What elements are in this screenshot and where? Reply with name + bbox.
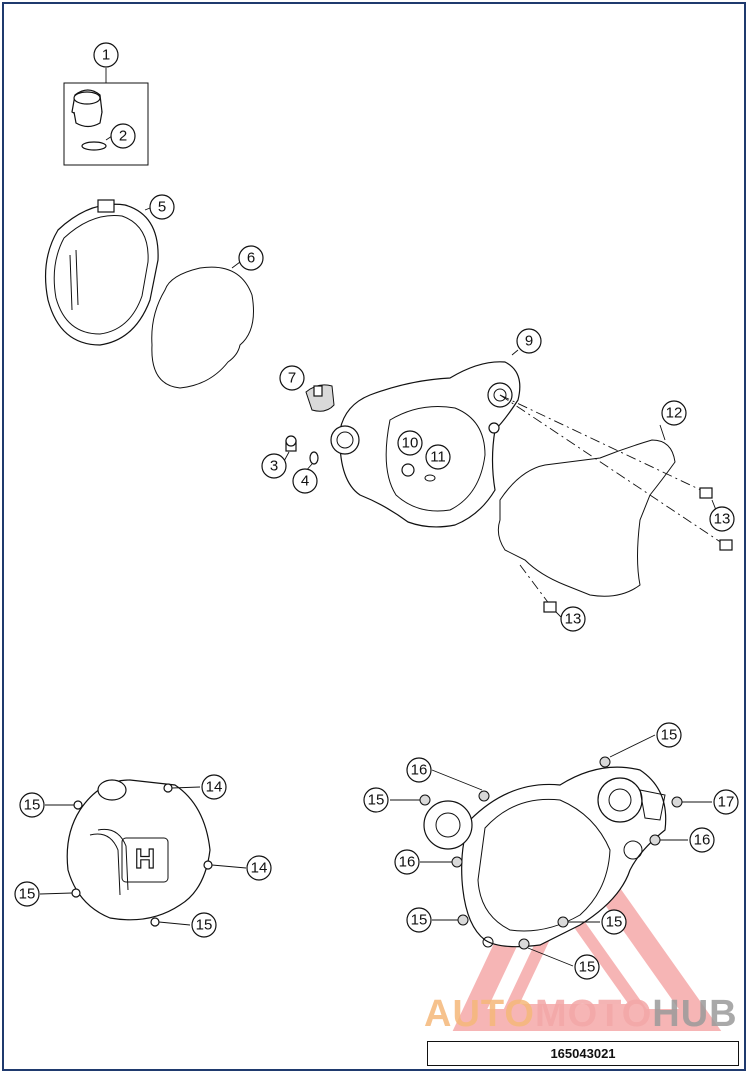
- callout-13-a: 13: [709, 506, 735, 532]
- svg-text:15: 15: [24, 797, 41, 814]
- svg-text:9: 9: [525, 333, 533, 350]
- callout-3: 3: [261, 453, 287, 479]
- watermark-hub: HUB: [652, 993, 737, 1035]
- svg-text:1: 1: [102, 47, 110, 64]
- callout-15-g: 15: [601, 909, 627, 935]
- svg-text:15: 15: [411, 912, 428, 929]
- svg-text:AUTOMOTOHUB: AUTOMOTOHUB: [424, 993, 738, 1035]
- callout-16-a: 16: [406, 757, 432, 783]
- callout-15-f: 15: [406, 907, 432, 933]
- callout-13-b: 13: [560, 606, 586, 632]
- svg-text:4: 4: [301, 473, 309, 490]
- callout-14-b: 14: [246, 855, 272, 881]
- brand-mark: H: [135, 843, 155, 874]
- callout-9: 9: [516, 328, 542, 354]
- callout-10: 10: [397, 430, 423, 456]
- callout-14-a: 14: [201, 774, 227, 800]
- callout-4: 4: [292, 468, 318, 494]
- svg-text:2: 2: [119, 128, 127, 145]
- alignment-line-c: [519, 564, 551, 606]
- callout-15-b: 15: [14, 881, 40, 907]
- clutch-cover-gasket: [151, 261, 254, 389]
- svg-text:15: 15: [661, 727, 678, 744]
- alignment-line-a: [499, 394, 706, 493]
- svg-text:15: 15: [368, 792, 385, 809]
- svg-text:13: 13: [714, 511, 731, 528]
- cover-gasket: [497, 424, 676, 597]
- svg-text:16: 16: [411, 762, 428, 779]
- svg-text:6: 6: [247, 250, 255, 267]
- svg-text:15: 15: [19, 886, 36, 903]
- outer-clutch-cover: [44, 199, 159, 346]
- drain-plug-and-washer: [282, 435, 319, 473]
- callout-15-c: 15: [191, 912, 217, 938]
- svg-text:14: 14: [251, 860, 268, 877]
- clutch-cover-assembled: [390, 734, 712, 967]
- callout-1: 1: [93, 42, 119, 68]
- svg-text:10: 10: [402, 435, 419, 452]
- callout-17: 17: [713, 789, 739, 815]
- dowel-pins: [543, 487, 733, 619]
- watermark-logo: AUTOMOTOHUB: [424, 993, 738, 1035]
- callout-16-c: 16: [394, 849, 420, 875]
- callout-15-e: 15: [363, 787, 389, 813]
- callout-6: 6: [238, 245, 264, 271]
- diagram-id-label: 165043021: [427, 1041, 739, 1066]
- svg-text:5: 5: [158, 199, 166, 216]
- svg-text:16: 16: [399, 854, 416, 871]
- callout-12: 12: [661, 400, 687, 426]
- clutch-cover: [330, 349, 521, 528]
- svg-text:14: 14: [206, 779, 223, 796]
- svg-text:3: 3: [270, 458, 278, 475]
- svg-text:13: 13: [565, 611, 582, 628]
- diagram-id: 165043021: [550, 1046, 616, 1061]
- callout-16-b: 16: [689, 827, 715, 853]
- callout-15-d: 15: [656, 722, 682, 748]
- callout-15-a: 15: [19, 792, 45, 818]
- chain-guide-bracket: [305, 384, 335, 412]
- outer-clutch-cover-assembled: H: [39, 779, 247, 927]
- svg-text:15: 15: [606, 914, 623, 931]
- callout-11: 11: [425, 444, 451, 470]
- callout-5: 5: [149, 194, 175, 220]
- filler-cap-group: [63, 68, 149, 166]
- svg-text:17: 17: [718, 794, 735, 811]
- svg-text:16: 16: [694, 832, 711, 849]
- svg-text:12: 12: [666, 405, 683, 422]
- callout-7: 7: [279, 365, 305, 391]
- svg-text:7: 7: [288, 370, 296, 387]
- alignment-line-b: [499, 394, 726, 546]
- callout-15-h: 15: [574, 954, 600, 980]
- svg-text:15: 15: [196, 917, 213, 934]
- svg-text:11: 11: [430, 449, 446, 466]
- callout-2: 2: [110, 123, 136, 149]
- svg-text:15: 15: [579, 959, 596, 976]
- watermark-moto: MOTO: [535, 993, 652, 1035]
- watermark-auto: AUTO: [424, 993, 535, 1035]
